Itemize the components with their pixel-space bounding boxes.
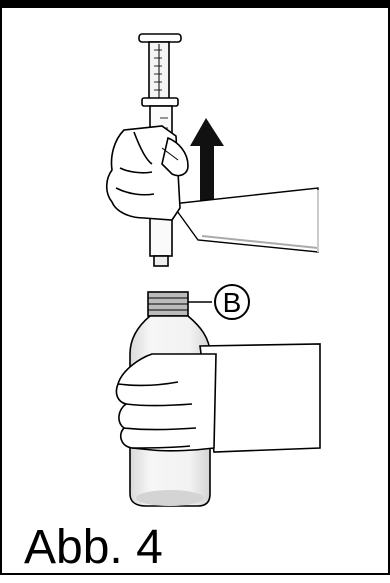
bottle-label-text: B bbox=[223, 287, 242, 318]
figure-caption: Abb. 4 bbox=[24, 520, 163, 576]
instruction-illustration: B bbox=[2, 8, 390, 583]
lower-hand-icon bbox=[116, 344, 320, 452]
